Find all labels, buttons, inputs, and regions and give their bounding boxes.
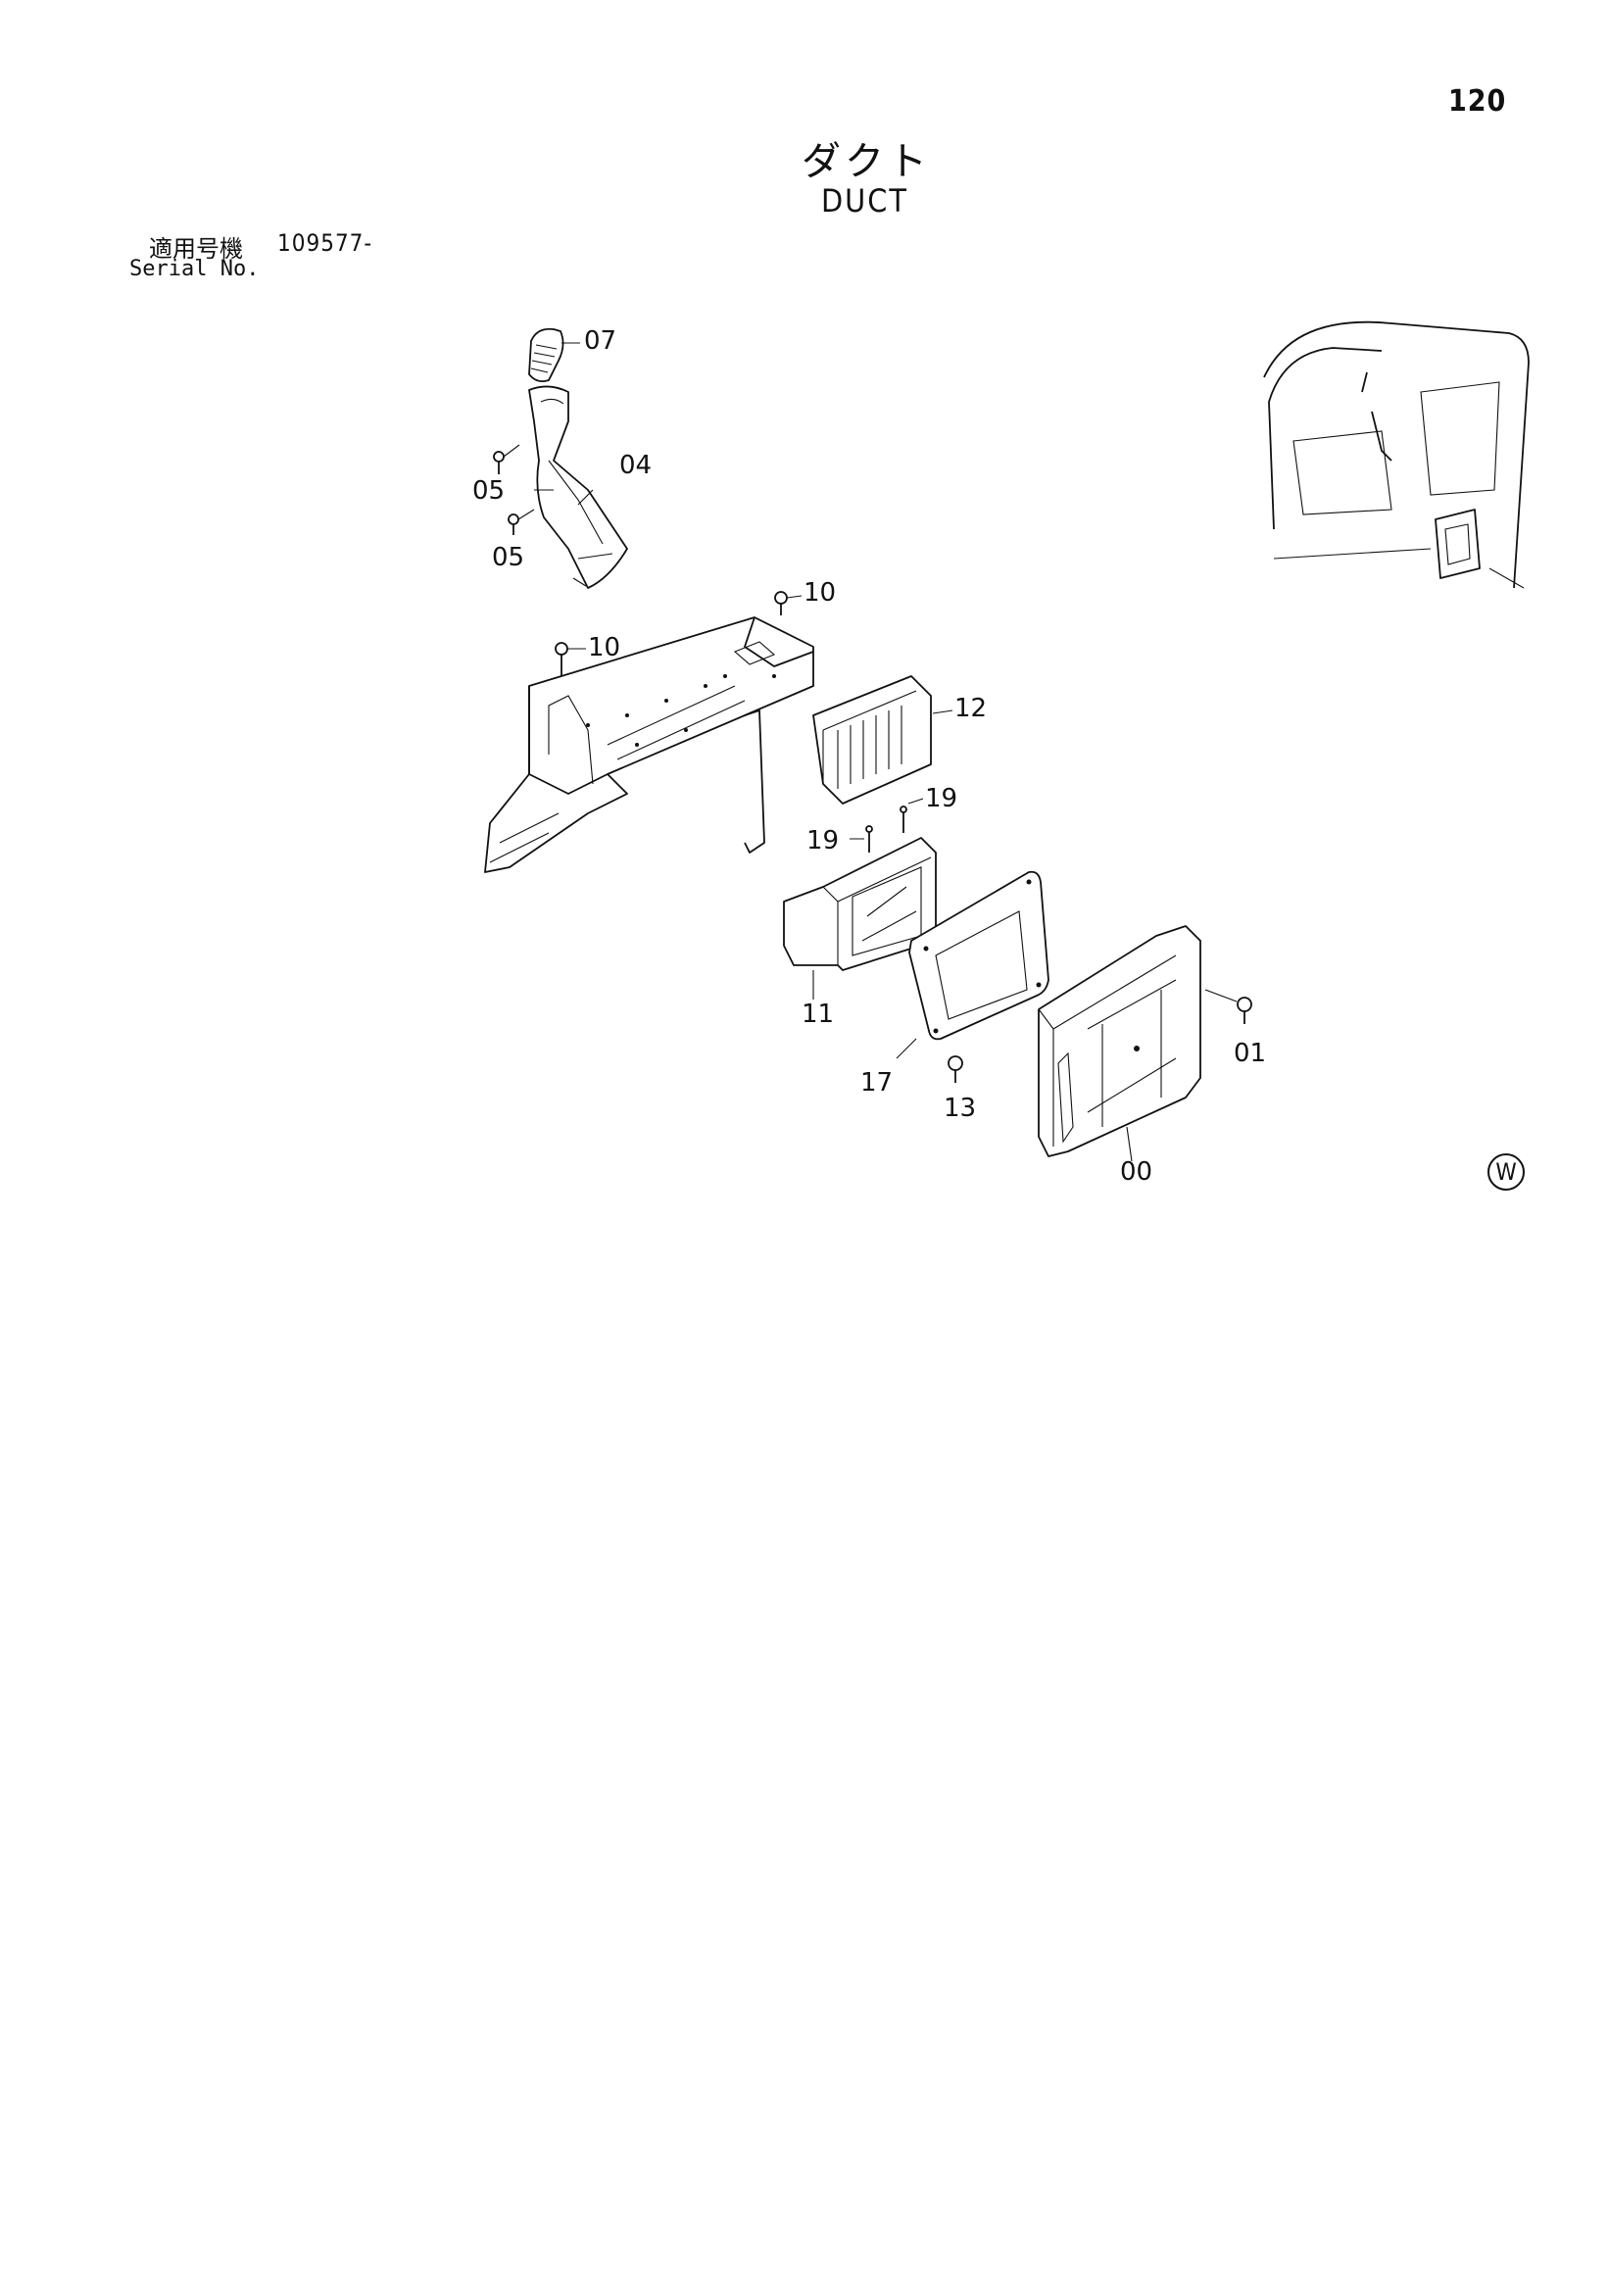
callout-11: 11: [802, 1000, 835, 1029]
callout-12: 12: [954, 694, 988, 723]
serial-label-english: Serial No.: [129, 257, 260, 281]
callout-00: 00: [1120, 1157, 1153, 1187]
part-07-vent-louver: [528, 327, 580, 383]
part-01-bolt: [1204, 989, 1252, 1024]
cab-location-inset: [1263, 320, 1530, 589]
callout-01: 01: [1234, 1039, 1267, 1068]
part-13-bolt: [948, 1055, 963, 1083]
part-11-duct-box: [783, 837, 937, 1000]
main-bracket-frame: [484, 616, 814, 873]
callout-10-left: 10: [588, 633, 621, 662]
callout-13: 13: [944, 1094, 977, 1123]
serial-label-japanese: 適用号機: [149, 235, 243, 263]
callout-19-left: 19: [806, 826, 840, 855]
callout-17: 17: [860, 1068, 894, 1098]
part-05-bolts: [493, 444, 535, 535]
part-17-gasket-plate: [896, 870, 1049, 1059]
callout-07: 07: [584, 326, 617, 356]
page-number: 120: [1448, 84, 1507, 119]
title-japanese: ダクト: [802, 139, 931, 184]
part-00-housing: [1038, 925, 1201, 1162]
serial-number-value: 109577-: [277, 229, 373, 257]
part-19-pins: [850, 798, 924, 853]
part-04-upper-duct: [528, 385, 628, 589]
callout-05-upper: 05: [472, 476, 506, 506]
title-english: DUCT: [821, 182, 908, 220]
part-12-filter: [812, 675, 953, 805]
callout-19-right: 19: [925, 784, 958, 813]
circled-w-mark: W: [1487, 1153, 1525, 1191]
callout-10-right: 10: [804, 578, 837, 608]
callout-04: 04: [619, 451, 653, 480]
callout-05-lower: 05: [492, 543, 525, 572]
